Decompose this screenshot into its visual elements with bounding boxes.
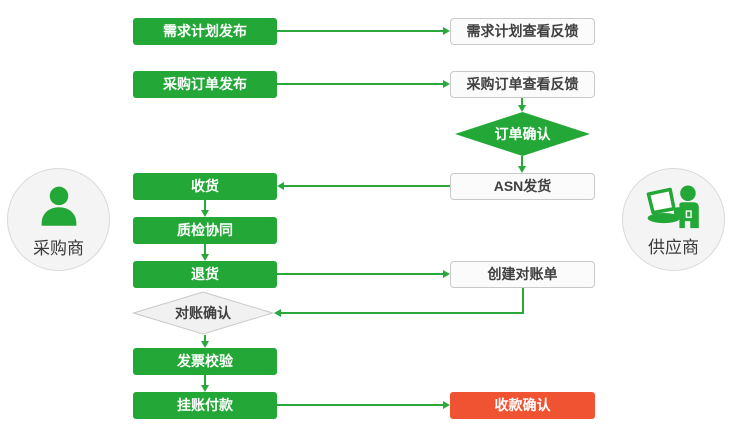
connector-receive-qc [204,200,206,210]
diamond-shape [455,112,590,156]
node-demand-plan-publish: 需求计划发布 [133,18,277,45]
node-order-confirm: 订单确认 [455,112,590,156]
actor-supplier-label: 供应商 [648,237,699,257]
person-icon [33,183,85,233]
arrowhead-receive-qc [201,210,209,217]
node-po-feedback: 采购订单查看反馈 [450,71,595,98]
connector-statement-elbow-v [522,288,524,314]
node-create-statement: 创建对账单 [450,261,595,288]
arrowhead-demand-plan [443,27,450,35]
arrowhead-po-confirm [518,105,526,112]
person-laptop-icon [643,184,705,232]
connector-po [277,83,444,85]
node-receive-goods: 收货 [133,173,277,200]
connector-demand-plan [277,30,444,32]
arrowhead-payment-confirm [443,401,450,409]
connector-invoice-payment [204,375,206,385]
node-statement-confirm: 对账确认 [132,291,274,335]
actor-buyer: 采购商 [7,168,110,271]
node-invoice-check: 发票校验 [133,348,277,375]
node-return-goods: 退货 [133,261,277,288]
node-po-publish: 采购订单发布 [133,71,277,98]
node-order-confirm-label: 订单确认 [494,126,551,142]
connector-po-confirm [521,98,523,105]
diamond-shape [132,291,274,335]
arrowhead-statement-confirm [274,309,281,317]
node-asn-ship: ASN发货 [450,173,595,200]
connector-confirm-asn [521,156,523,166]
connector-confirm-invoice [204,335,206,341]
arrowhead-confirm-invoice [201,341,209,348]
actor-supplier: 供应商 [622,168,725,271]
node-payment: 挂账付款 [133,392,277,419]
node-demand-plan-feedback: 需求计划查看反馈 [450,18,595,45]
arrowhead-return-statement [443,270,450,278]
node-statement-confirm-label: 对账确认 [175,305,231,321]
arrowhead-confirm-asn [518,166,526,173]
arrowhead-qc-return [201,254,209,261]
node-payment-confirm: 收款确认 [450,392,595,419]
node-quality-check: 质检协同 [133,217,277,244]
arrowhead-po [443,80,450,88]
connector-statement-elbow-h [281,312,524,314]
connector-asn-receive [284,185,450,187]
arrowhead-asn-receive [277,182,284,190]
arrowhead-invoice-payment [201,385,209,392]
connector-qc-return [204,244,206,254]
actor-buyer-label: 采购商 [33,238,84,258]
connector-payment-confirm [277,404,444,406]
connector-return-statement [277,273,444,275]
